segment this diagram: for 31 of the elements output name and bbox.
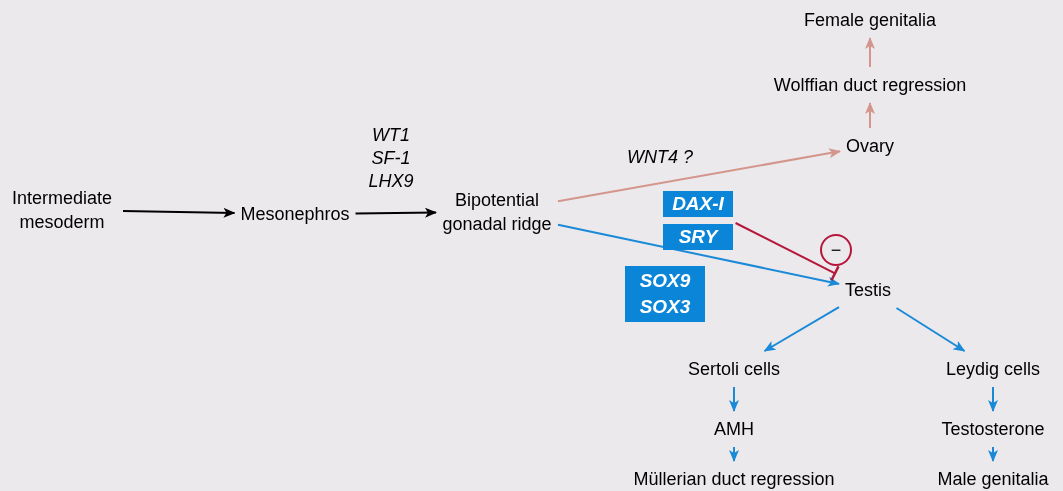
stage-label: Ovary [846, 134, 894, 158]
arrow [865, 37, 875, 68]
edge-label: WNT4 ? [627, 145, 693, 169]
arrow [988, 386, 998, 412]
stage-label: Wolffian duct regression [773, 73, 967, 97]
stage-label: Sertoli cells [688, 357, 780, 381]
stage-label: Bipotential gonadal ridge [442, 188, 552, 236]
gene-box: SOX9 SOX3 [625, 266, 705, 322]
edge-label: WT1 SF-1 LHX9 [367, 123, 415, 193]
inhibition-line [734, 222, 840, 282]
arrow [895, 307, 966, 352]
gene-box: DAX-I [663, 191, 733, 217]
stage-label: Leydig cells [945, 357, 1041, 381]
arrow [865, 102, 875, 129]
arrow [557, 148, 841, 203]
stage-label: Testis [845, 278, 891, 302]
arrow [729, 386, 739, 412]
stage-label: Intermediate mesoderm [7, 186, 117, 234]
stage-label: Female genitalia [803, 8, 937, 32]
stage-label: Male genitalia [937, 467, 1049, 491]
arrow [354, 207, 437, 218]
stage-label: Testosterone [941, 417, 1045, 441]
arrow [763, 306, 840, 352]
arrow [557, 223, 840, 287]
stage-label: Müllerian duct regression [633, 467, 835, 491]
stage-label: Mesonephros [240, 202, 350, 226]
stage-label: AMH [714, 417, 754, 441]
arrow [729, 446, 739, 462]
arrow [988, 446, 998, 462]
gene-box: SRY [663, 224, 733, 250]
arrow [122, 207, 236, 218]
